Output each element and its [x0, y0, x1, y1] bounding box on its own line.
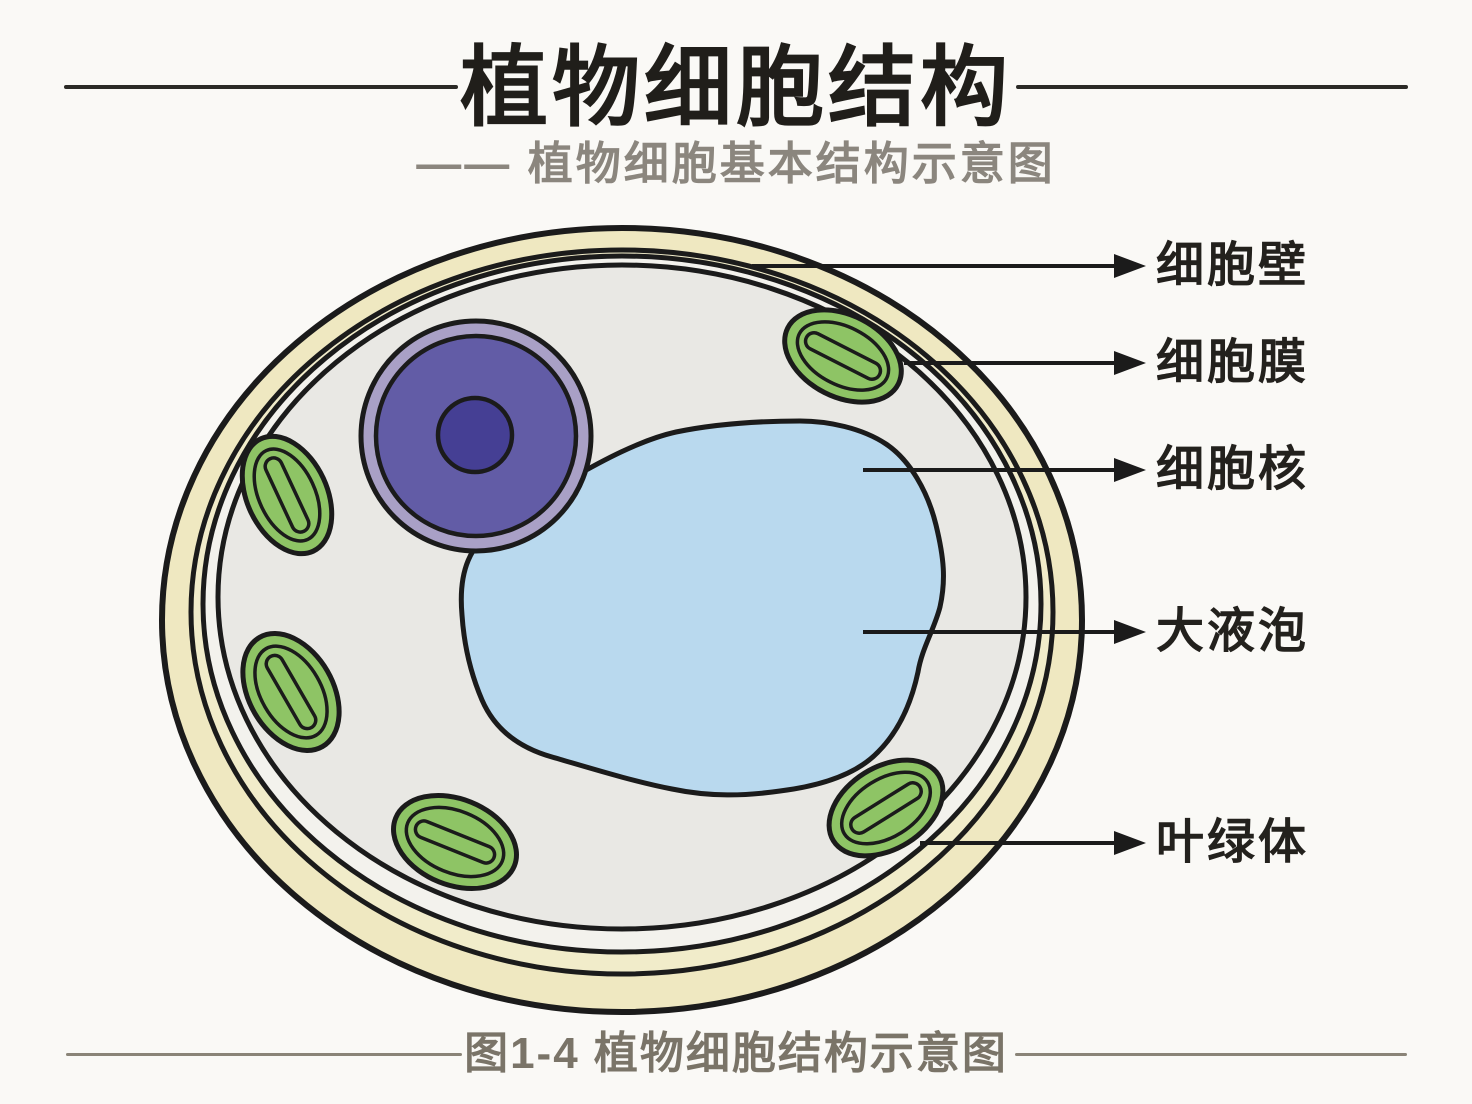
- leader-arrow-chloroplast: [920, 831, 1146, 855]
- nucleolus-shape: [435, 395, 515, 475]
- caption-rule-right: [1015, 1053, 1407, 1056]
- page-subtitle: —— 植物细胞基本结构示意图: [416, 138, 1056, 189]
- label-cell-membrane: 细胞膜: [1156, 336, 1310, 389]
- label-chloroplast: 叶绿体: [1156, 816, 1310, 869]
- chloroplast-bottom-right: [826, 757, 946, 859]
- caption-rule-left: [66, 1053, 462, 1056]
- vacuole-shape: [458, 418, 946, 798]
- chloroplast-left-upper: [239, 433, 335, 557]
- chloroplast-bottom-center: [391, 792, 519, 892]
- leader-arrow-cell-membrane: [904, 351, 1146, 375]
- label-cell-wall: 细胞壁: [1156, 239, 1310, 292]
- nucleus-shape: [358, 318, 594, 554]
- label-nucleus: 细胞核: [1156, 443, 1310, 496]
- leader-arrow-cell-wall: [752, 254, 1146, 278]
- page-title: 植物细胞结构: [459, 38, 1012, 137]
- figure-caption: 图1-4 植物细胞结构示意图: [464, 1029, 1008, 1078]
- title-rule-right: [1016, 85, 1408, 89]
- title-rule-left: [64, 85, 458, 89]
- leader-arrow-nucleus: [863, 458, 1146, 482]
- leader-arrow-vacuole: [863, 620, 1146, 644]
- label-vacuole: 大液泡: [1156, 605, 1310, 658]
- chloroplast-left-lower: [240, 631, 342, 753]
- chloroplast-top-right: [782, 307, 904, 405]
